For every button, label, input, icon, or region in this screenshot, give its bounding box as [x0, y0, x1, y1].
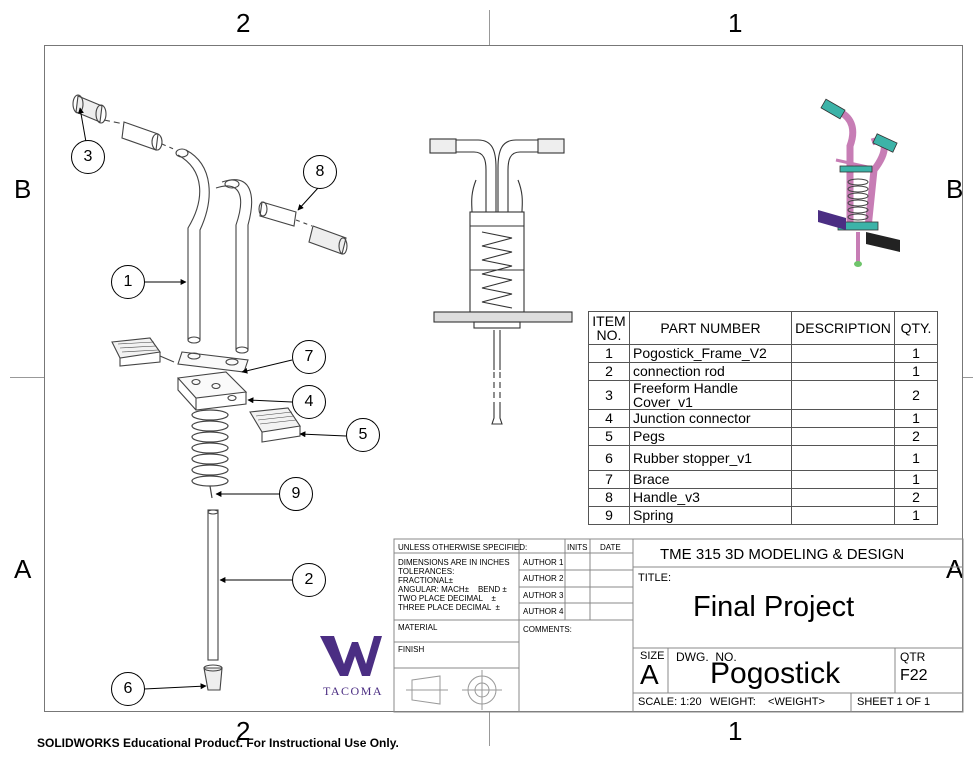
front-view — [429, 138, 573, 425]
title-label: TITLE: — [638, 572, 672, 584]
bom-header-qty: QTY. — [894, 311, 938, 345]
author-1: AUTHOR 1 — [523, 558, 564, 567]
author-4: AUTHOR 4 — [523, 607, 564, 616]
zone-bottom-1: 1 — [728, 716, 743, 746]
balloon-6: 6 — [111, 672, 145, 706]
finish-label: FINISH — [398, 645, 425, 654]
balloon-2: 2 — [292, 563, 326, 597]
weight-text: WEIGHT: <WEIGHT> — [710, 696, 825, 708]
zone-top-1: 1 — [728, 8, 743, 38]
bom-header-description: DESCRIPTION — [791, 311, 895, 345]
zone-divider-left — [10, 377, 44, 378]
projection-symbol — [406, 670, 502, 710]
balloon-9: 9 — [279, 477, 313, 511]
zone-left-a: A — [14, 554, 32, 584]
scale-text: SCALE: 1:20 — [638, 696, 702, 708]
course-name: TME 315 3D MODELING & DESIGN — [660, 546, 905, 563]
inits-label: INITS — [567, 543, 588, 552]
zone-left-b: B — [14, 174, 32, 204]
balloon-leaders — [77, 107, 347, 690]
solidworks-footer: SOLIDWORKS Educational Product. For Inst… — [37, 736, 399, 750]
exploded-view — [72, 94, 348, 691]
unless-label: UNLESS OTHERWISE SPECIFIED: — [398, 543, 528, 552]
dimensions-note: DIMENSIONS ARE IN INCHES — [398, 558, 510, 567]
isometric-view — [818, 98, 900, 267]
frame-1 — [175, 148, 253, 354]
balloon-8: 8 — [303, 155, 337, 189]
peg-left — [111, 337, 175, 367]
drawing-title: Final Project — [693, 591, 855, 623]
author-3: AUTHOR 3 — [523, 591, 564, 600]
junction-4 — [176, 371, 248, 411]
stopper-6 — [203, 664, 223, 691]
qtr-label: QTR — [900, 650, 926, 664]
uw-logo-mark — [320, 636, 382, 676]
handle-cover-3 — [72, 94, 177, 151]
dwg-no-label: DWG. NO. — [676, 650, 737, 664]
zone-right-b: B — [946, 174, 964, 204]
handle-8 — [258, 201, 348, 255]
zone-top-2: 2 — [236, 8, 251, 38]
size-label: SIZE — [640, 650, 665, 662]
fractional-tol: FRACTIONAL± — [398, 576, 454, 585]
balloon-7: 7 — [292, 340, 326, 374]
qtr-value: F22 — [900, 667, 928, 684]
zone-right-a: A — [946, 554, 964, 584]
balloon-3: 3 — [71, 140, 105, 174]
uw-tacoma-text: TACOMA — [323, 684, 384, 698]
two-place-tol: TWO PLACE DECIMAL ± — [398, 594, 496, 603]
balloon-1: 1 — [111, 265, 145, 299]
comments-label: COMMENTS: — [523, 625, 572, 634]
zone-divider-top — [489, 10, 490, 45]
angular-tol: ANGULAR: MACH± BEND ± — [398, 585, 507, 594]
size-value: A — [640, 659, 659, 690]
date-label: DATE — [600, 543, 621, 552]
zone-divider-bottom — [489, 712, 490, 746]
zone-bottom-2: 2 — [236, 716, 251, 746]
tolerances-label: TOLERANCES: — [398, 567, 455, 576]
material-label: MATERIAL — [398, 623, 438, 632]
sheet-text: SHEET 1 OF 1 — [857, 696, 931, 708]
three-place-tol: THREE PLACE DECIMAL ± — [398, 603, 500, 612]
spring-9 — [191, 409, 229, 499]
peg-right — [249, 407, 301, 443]
zone-divider-right — [963, 377, 973, 378]
rod-2 — [207, 509, 219, 661]
bom-header-part: PART NUMBER — [629, 311, 792, 345]
balloon-4: 4 — [292, 385, 326, 419]
author-2: AUTHOR 2 — [523, 574, 564, 583]
balloon-5: 5 — [346, 418, 380, 452]
dwg-no-value: Pogostick — [710, 657, 841, 690]
